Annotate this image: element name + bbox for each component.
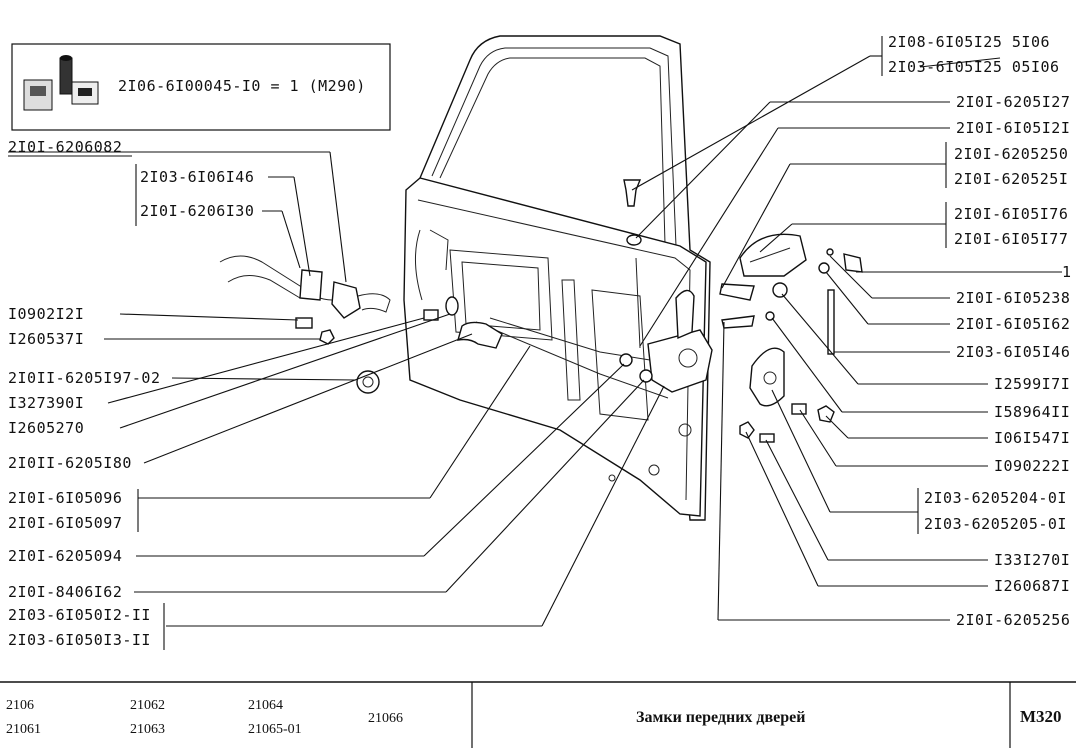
part-label: 2I0I-6I05I76 (954, 205, 1068, 223)
model-code: 21064 (248, 698, 283, 713)
labels-right: 2I08-6I05I25 5I06 2I03-6I05I25 05I06 2I0… (888, 33, 1072, 629)
part-label: 2I0I-6205I27 (956, 93, 1070, 111)
model-code: 21066 (368, 711, 403, 726)
part-label: I58964II (994, 403, 1070, 421)
part-label: I06I547I (994, 429, 1070, 447)
part-label: I327390I (8, 394, 84, 412)
part-label: I33I270I (994, 551, 1070, 569)
part-label: I0902I2I (8, 305, 84, 323)
kit-box: 2I06-6I00045-I0 = 1 (M290) (11, 43, 391, 131)
part-label: 2I03-6205204-0I (924, 489, 1067, 507)
footer: 2106 21061 21062 21063 21064 21065-01 21… (0, 681, 1076, 748)
model-code: 21061 (6, 722, 41, 737)
part-label: 2I0I-6I05097 (8, 514, 122, 532)
part-label: 2I0I-6I05I62 (956, 315, 1070, 333)
lubricant-kit-icon (23, 55, 99, 111)
model-code: 21063 (130, 722, 165, 737)
part-label: 2I03-6205205-0I (924, 515, 1067, 533)
kit-formula: 2I06-6I00045-I0 = 1 (M290) (118, 77, 366, 95)
part-label: 2I0I-6I05238 (956, 289, 1070, 307)
model-code: 2106 (6, 698, 34, 713)
part-label: I260687I (994, 577, 1070, 595)
labels-left: 2I0I-6206082 2I03-6I06I46 2I0I-6206I30 I… (8, 138, 254, 649)
part-label: 2I03-6I06I46 (140, 168, 254, 186)
part-label: 2I0I-8406I62 (8, 583, 122, 601)
part-label: 2I0I-6205250 (954, 145, 1068, 163)
part-label: 2I03-6I050I3-II (8, 631, 151, 649)
part-label: 2I0I-6I05I77 (954, 230, 1068, 248)
part-label: I090222I (994, 457, 1070, 475)
part-label: I260537I (8, 330, 84, 348)
part-label: 2I0I-6I05I2I (956, 119, 1070, 137)
part-label: 2I0I-6205256 (956, 611, 1070, 629)
page-number: M320 (1020, 707, 1062, 726)
door-illustration (219, 35, 863, 521)
part-label: 1 (1062, 263, 1072, 281)
part-label: 2I0I-6205094 (8, 547, 122, 565)
model-code: 21065-01 (248, 722, 302, 737)
part-label: 2I03-6I05I46 (956, 343, 1070, 361)
part-label: I2599I7I (994, 375, 1070, 393)
part-label: 2I03-6I05I25 05I06 (888, 58, 1060, 76)
part-label: 2I0II-6205I80 (8, 454, 132, 472)
part-label: 2I0I-6I05096 (8, 489, 122, 507)
part-label: 2I0I-6206I30 (140, 202, 254, 220)
part-label: 2I0II-6205I97-02 (8, 369, 161, 387)
part-label: 2I08-6I05I25 5I06 (888, 33, 1050, 51)
page-title: Замки передних дверей (636, 709, 805, 726)
part-label: I2605270 (8, 419, 84, 437)
part-label: 2I03-6I050I2-II (8, 606, 151, 624)
part-label: 2I0I-620525I (954, 170, 1068, 188)
part-label: 2I0I-6206082 (8, 138, 122, 156)
model-code: 21062 (130, 698, 165, 713)
leader-lines (8, 36, 1062, 650)
